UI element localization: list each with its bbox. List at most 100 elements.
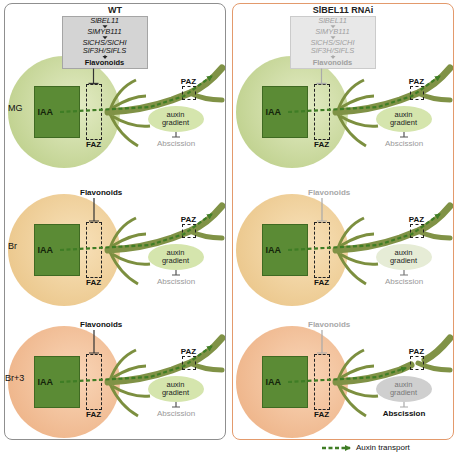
faz-zone: FAZ	[86, 354, 102, 410]
gradient-label: auxin gradient	[159, 111, 193, 127]
inhibition-lines	[89, 132, 408, 407]
fruit-mg	[8, 56, 120, 168]
abscission-label: Abscission	[372, 139, 436, 148]
pathway-text: SlF3H/SlFLS	[291, 47, 375, 55]
pathway-arrow	[331, 56, 336, 59]
faz-zone: FAZ	[314, 354, 330, 410]
pathway-text: SlBEL11	[63, 17, 147, 25]
gradient-label: auxin gradient	[159, 381, 193, 397]
iaa-zone: IAA	[34, 86, 80, 138]
inhibition-line	[172, 402, 180, 407]
abscission-label: Abscission	[372, 409, 436, 418]
fruit-br3	[236, 326, 348, 438]
paz-zone: PAZ	[182, 224, 196, 238]
pedicel-use	[108, 338, 222, 416]
paz-zone: PAZ	[182, 86, 196, 100]
pedicel-use	[108, 206, 222, 284]
pathway-text: SlMYB111	[63, 28, 147, 36]
faz-zone: FAZ	[86, 84, 102, 140]
legend-sample	[322, 447, 350, 449]
paz-zone: PAZ	[410, 86, 424, 100]
paz-label: PAZ	[181, 347, 196, 356]
auxin-transport-arrow	[288, 214, 440, 250]
pathway-box: SlBEL11SlMYB111SlCHS/SlCHISlF3H/SlFLSFla…	[62, 16, 148, 69]
inhibition-line	[172, 270, 180, 275]
flavonoid-label: Flavonoids	[308, 188, 350, 197]
pathway-arrow	[333, 55, 334, 57]
fruit-br	[236, 194, 348, 306]
inhibition-line	[400, 132, 408, 137]
genotype-panel: SlBEL11 RNAiSlBEL11SlMYB111SlCHS/SlCHISl…	[232, 3, 454, 440]
fruit-br3	[8, 326, 120, 438]
pathway-text: SlF3H/SlFLS	[63, 47, 147, 55]
panel-title: SlBEL11 RNAi	[233, 5, 453, 16]
pathway-text: SlBEL11	[291, 17, 375, 25]
iaa-label: IAA	[266, 245, 282, 255]
faz-zone: FAZ	[314, 84, 330, 140]
stage-label: Br	[8, 242, 17, 251]
iaa-zone: IAA	[262, 356, 308, 408]
iaa-label: IAA	[38, 107, 54, 117]
abscission-label: Abscission	[144, 139, 208, 148]
gradient-label: auxin gradient	[387, 111, 421, 127]
inhibition-bar	[89, 83, 99, 84]
paz-zone: PAZ	[410, 356, 424, 370]
auxin-transport-arrow	[288, 368, 406, 382]
paz-label: PAZ	[181, 77, 196, 86]
inhibition-line	[317, 198, 327, 221]
auxin-transport-arrow	[60, 346, 212, 382]
inhibition-line	[172, 132, 180, 137]
inhibition-line	[89, 198, 99, 221]
pathway-arrow	[103, 36, 108, 39]
iaa-label: IAA	[38, 245, 54, 255]
pathway-arrow	[331, 36, 336, 39]
faz-zone: FAZ	[86, 222, 102, 278]
inhibition-line	[400, 402, 408, 407]
auxin-transport-arrow	[288, 76, 440, 112]
flavonoid-label: Flavonoids	[80, 188, 122, 197]
edge-layer	[89, 69, 327, 84]
flavonoid-label: Flavonoids	[308, 320, 350, 329]
auxin-transport-arrow	[60, 214, 212, 250]
paz-label: PAZ	[181, 215, 196, 224]
pathway-text: SlMYB111	[291, 28, 375, 36]
fruit-mg	[236, 56, 348, 168]
pedicel-use	[108, 68, 222, 146]
auxin-transport-arrow	[60, 76, 212, 112]
iaa-zone: IAA	[34, 356, 80, 408]
pedicel-use	[336, 68, 450, 146]
abscission-label: Abscission	[144, 277, 208, 286]
inhibition-line	[317, 330, 327, 353]
inhibition-bar	[317, 83, 327, 84]
auxin-gradient-ellipse: auxin gradient	[148, 106, 204, 132]
paz-zone: PAZ	[182, 356, 196, 370]
pathway-text: SlCHS/SlCHI	[63, 39, 147, 47]
connector-line	[93, 69, 94, 84]
iaa-zone: IAA	[262, 224, 308, 276]
iaa-zone: IAA	[34, 224, 80, 276]
pathway-text: SlCHS/SlCHI	[291, 39, 375, 47]
faz-label: FAZ	[314, 278, 329, 287]
connector-line	[321, 69, 322, 84]
pathway-arrow	[105, 55, 106, 57]
inhibition-line	[89, 330, 99, 353]
auxin-gradient-ellipse: auxin gradient	[376, 376, 432, 402]
pedicel-use	[336, 338, 450, 416]
iaa-label: IAA	[38, 377, 54, 387]
fruit-br	[8, 194, 120, 306]
auxin-gradient-ellipse: auxin gradient	[376, 244, 432, 270]
iaa-zone: IAA	[262, 86, 308, 138]
abscission-label: Abscission	[144, 409, 208, 418]
auxin-gradient-ellipse: auxin gradient	[376, 106, 432, 132]
paz-zone: PAZ	[410, 224, 424, 238]
iaa-label: IAA	[266, 377, 282, 387]
inhibition-connector	[89, 69, 99, 84]
pathway-arrow	[103, 56, 108, 59]
pathway-arrows	[103, 25, 336, 59]
genotype-panel: WTSlBEL11SlMYB111SlCHS/SlCHISlF3H/SlFLSF…	[4, 3, 226, 440]
flavonoid-label: Flavonoids	[80, 320, 122, 329]
abscission-label: Abscission	[372, 277, 436, 286]
paz-label: PAZ	[409, 77, 424, 86]
